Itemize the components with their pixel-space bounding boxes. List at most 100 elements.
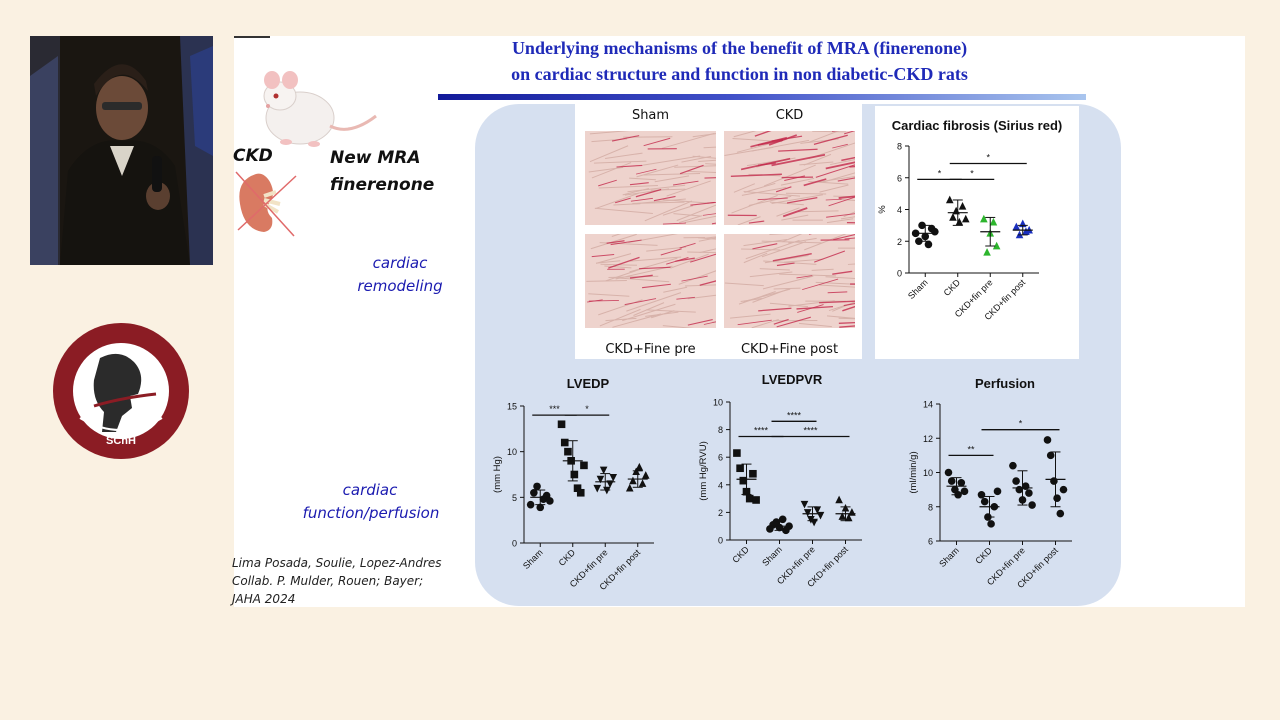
data-point <box>1015 485 1024 494</box>
y-axis-label: (ml/min/g) <box>908 451 919 493</box>
x-tick-label: CKD <box>973 545 994 566</box>
data-point <box>949 213 957 221</box>
data-point <box>838 512 847 520</box>
y-tick-label: 0 <box>512 539 517 549</box>
y-tick-label: 0 <box>718 536 723 546</box>
slide-title-line1: Underlying mechanisms of the benefit of … <box>511 38 968 58</box>
data-point <box>816 511 825 520</box>
histology-label-fin-pre: CKD+Fine pre <box>605 342 696 357</box>
histology-image-ckd <box>724 131 855 225</box>
drug-label-line2: finerenone <box>330 175 435 195</box>
data-point <box>961 214 970 223</box>
section-label-function-1: cardiac <box>342 481 398 499</box>
significance-label: ** <box>967 444 975 454</box>
title-underline-bar <box>438 94 1086 100</box>
citation-line3: JAHA 2024 <box>232 592 296 606</box>
data-point <box>745 494 754 503</box>
data-point <box>638 479 647 487</box>
lvedp-chart-title: LVEDP <box>566 376 610 391</box>
data-point <box>1053 494 1061 502</box>
data-point <box>1015 230 1024 239</box>
y-tick-label: 4 <box>718 480 723 490</box>
data-point <box>931 227 939 236</box>
section-label-remodeling-1: cardiac <box>372 254 428 272</box>
data-point <box>1059 485 1068 494</box>
citation-line1: Lima Posada, Soulie, Lopez-Andres <box>232 556 442 570</box>
data-point <box>947 477 956 485</box>
x-tick-label: Sham <box>906 277 930 301</box>
rat-illustration <box>250 66 380 150</box>
data-point <box>580 461 588 470</box>
data-point <box>778 515 787 524</box>
histology-image-fin-post <box>724 234 855 328</box>
y-tick-label: 10 <box>713 398 723 408</box>
data-point <box>848 508 856 516</box>
data-point <box>546 497 554 505</box>
y-axis-label: (mm Hg) <box>492 456 503 493</box>
significance-label: **** <box>787 410 802 420</box>
data-point <box>980 497 989 506</box>
y-tick-label: 6 <box>718 453 723 463</box>
data-point <box>992 241 1001 250</box>
slide-title-line2: on cardiac structure and function in non… <box>511 64 968 84</box>
data-point <box>803 509 812 517</box>
y-tick-label: 2 <box>897 237 902 247</box>
data-point <box>749 469 757 478</box>
significance-label: * <box>1019 419 1023 429</box>
data-point <box>945 195 954 204</box>
data-point <box>526 500 535 509</box>
fibrosis-chart-title: Cardiac fibrosis (Sirius red) <box>891 118 1063 133</box>
data-point <box>924 240 933 249</box>
histology-label-fin-post: CKD+Fine post <box>740 342 839 357</box>
significance-label: **** <box>803 426 818 436</box>
data-point <box>980 214 988 223</box>
section-label-function-2: function/perfusion <box>302 504 440 522</box>
significance-label: **** <box>754 426 769 436</box>
data-point <box>573 484 582 492</box>
x-tick-label: CKD <box>942 277 963 298</box>
data-point <box>1012 477 1020 485</box>
data-point <box>1021 482 1030 490</box>
data-point <box>1009 461 1017 470</box>
y-tick-label: 10 <box>507 447 517 457</box>
y-tick-label: 8 <box>718 425 723 435</box>
y-tick-label: 12 <box>923 434 933 444</box>
y-axis-label: % <box>877 205 888 214</box>
data-point <box>736 464 744 473</box>
y-tick-label: 14 <box>923 400 933 410</box>
data-point <box>560 438 569 447</box>
data-point <box>958 202 967 210</box>
section-label-remodeling-2: remodeling <box>357 277 443 295</box>
significance-label: * <box>938 168 942 178</box>
data-point <box>752 496 760 504</box>
data-point <box>960 487 969 496</box>
data-point <box>557 420 566 429</box>
data-point <box>1012 222 1021 231</box>
histology-image-fin-pre <box>585 234 716 328</box>
data-point <box>641 471 650 479</box>
data-point <box>599 466 608 475</box>
data-point <box>635 462 644 471</box>
drug-label-line1: New MRA <box>330 148 421 168</box>
data-point <box>603 486 611 495</box>
data-point <box>564 447 572 456</box>
ckd-label: CKD <box>233 146 273 166</box>
data-point <box>1056 509 1065 518</box>
data-point <box>1046 451 1055 460</box>
data-point <box>570 470 579 479</box>
perfusion-chart-title: Perfusion <box>975 376 1035 391</box>
y-tick-label: 8 <box>897 142 902 152</box>
speaker-video <box>30 36 213 265</box>
data-point <box>977 490 986 499</box>
data-point <box>739 476 748 485</box>
data-point <box>1050 477 1058 485</box>
data-point <box>800 500 809 509</box>
data-point <box>987 520 995 528</box>
x-tick-label: CKD <box>730 544 751 565</box>
significance-label: * <box>986 152 990 162</box>
